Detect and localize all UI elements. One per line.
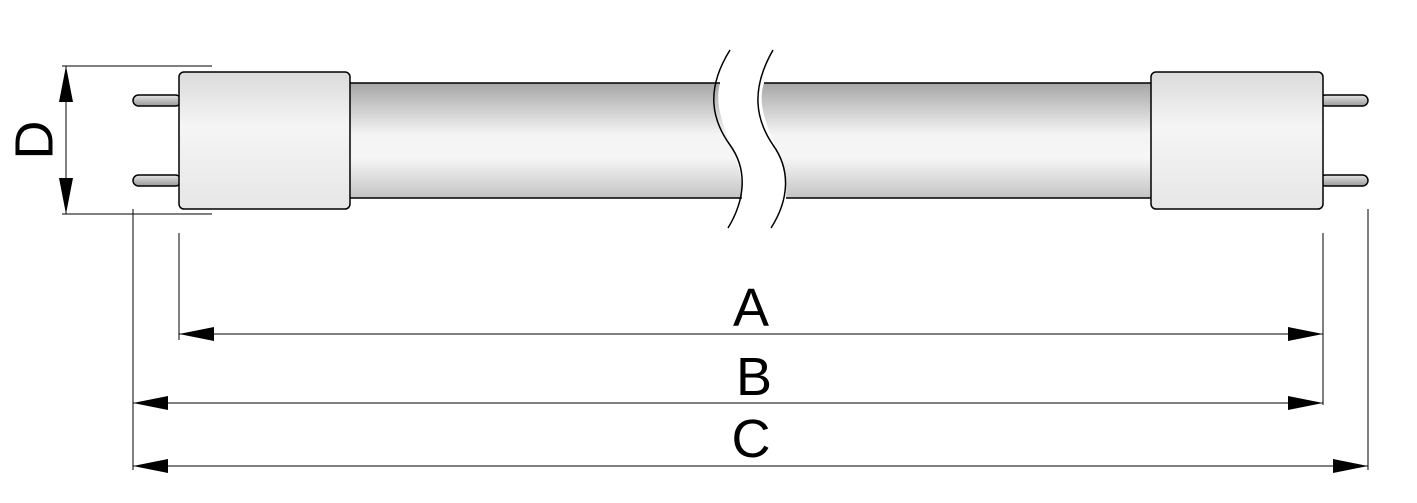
left-pin-top (132, 94, 182, 107)
right-end-cap (1150, 71, 1324, 210)
left-end-cap (178, 71, 351, 210)
break-line-right (757, 49, 787, 229)
dimension-d (59, 65, 212, 215)
break-symbol (713, 49, 787, 229)
dimension-a-label: A (733, 278, 769, 338)
right-pin-bottom (1319, 174, 1369, 187)
dimension-c-label: C (732, 409, 771, 469)
extension-lines (132, 209, 1369, 470)
right-pin-top (1319, 94, 1369, 107)
tube-segment-right (761, 83, 1153, 198)
dimension-b (133, 396, 1323, 410)
tube-segment-left (348, 83, 743, 198)
dimension-b-label: B (736, 347, 772, 407)
dimension-a (179, 327, 1323, 341)
dimension-d-label: D (4, 121, 64, 160)
break-line-left (713, 49, 743, 229)
left-pins (132, 94, 182, 187)
left-pin-bottom (132, 174, 182, 187)
right-pins (1319, 94, 1369, 187)
dimension-c (133, 459, 1368, 473)
tube-body (348, 82, 1153, 199)
